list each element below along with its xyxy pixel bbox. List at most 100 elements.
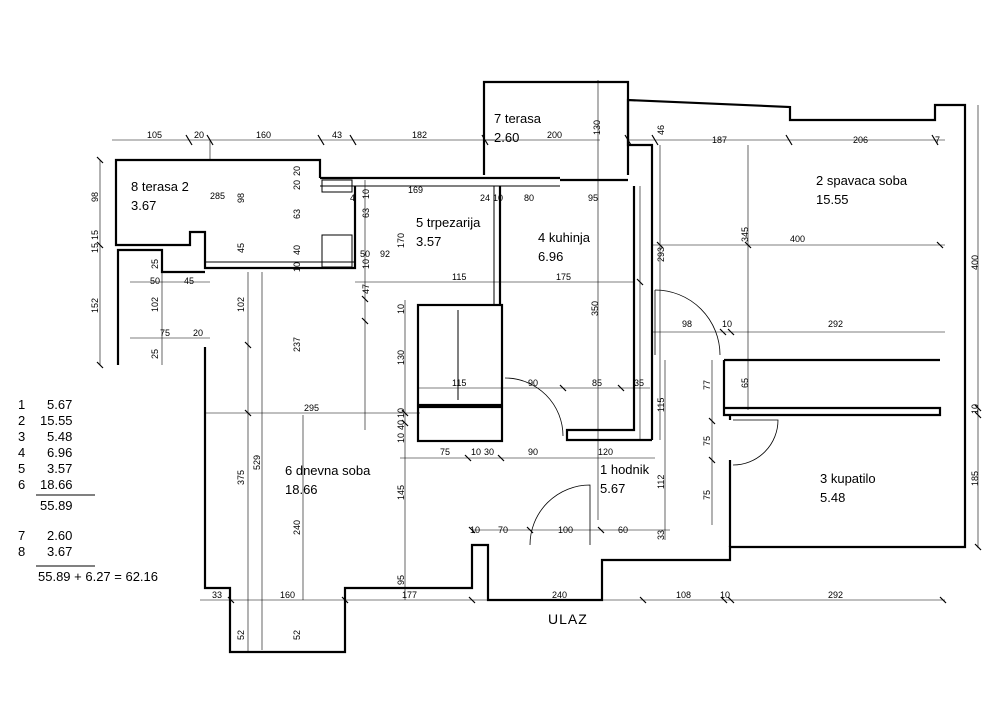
dim-label: 10 <box>396 304 406 314</box>
area-legend: 1 5.67 2 15.55 3 5.48 4 6.96 5 3.57 6 18… <box>18 397 158 584</box>
dim-label: 295 <box>304 403 319 413</box>
legend-val: 6.96 <box>47 445 72 460</box>
legend-num: 2 <box>18 413 25 428</box>
legend-val: 5.48 <box>47 429 72 444</box>
dim-label: 33 <box>212 590 222 600</box>
dim-label: 20 <box>194 130 204 140</box>
room-3-name: 3 kupatilo <box>820 471 876 486</box>
dim-label: 40 <box>396 420 406 430</box>
dim-label: 20 <box>292 180 302 190</box>
outer-wall-right <box>626 98 967 549</box>
dim-label: 10 <box>396 408 406 418</box>
dim-label: 115 <box>656 398 666 412</box>
legend-val: 15.55 <box>40 413 73 428</box>
dim-label: 52 <box>292 630 302 640</box>
dim-label: 120 <box>598 447 613 457</box>
dim-label: 200 <box>547 130 562 140</box>
dim-label: 350 <box>590 301 600 316</box>
dim-label: 185 <box>970 471 980 486</box>
dim-label: 160 <box>256 130 271 140</box>
dim-label: 30 <box>484 447 494 457</box>
dim-label: 90 <box>528 378 538 388</box>
dim-label: 345 <box>740 227 750 242</box>
room-2-name: 2 spavaca soba <box>816 173 908 188</box>
dim-label: 63 <box>292 209 302 219</box>
dim-label: 240 <box>552 590 567 600</box>
legend-val: 2.60 <box>47 528 72 543</box>
dim-label: 25 <box>150 259 160 269</box>
dining-block <box>416 405 504 443</box>
dim-label: 170 <box>396 233 406 248</box>
dim-label: 52 <box>236 630 246 640</box>
dim-label: 50 <box>150 276 160 286</box>
dim-label: 95 <box>396 575 406 585</box>
bedroom-door-arc <box>654 289 721 356</box>
dim-label: 75 <box>440 447 450 457</box>
dim-label: 206 <box>853 135 868 145</box>
dim-label: 237 <box>292 337 302 352</box>
room-5-area: 3.57 <box>416 234 441 249</box>
bedroom-hall-wall <box>722 360 942 417</box>
room-4-area: 6.96 <box>538 249 563 264</box>
dim-label: 102 <box>150 297 160 312</box>
dim-label: 85 <box>592 378 602 388</box>
dim-label: 75 <box>702 490 712 500</box>
dim-label: 60 <box>618 525 628 535</box>
dim-label: 24 <box>480 193 490 203</box>
legend-val: 3.57 <box>47 461 72 476</box>
dim-label: 145 <box>396 485 406 500</box>
dim-label: 43 <box>332 130 342 140</box>
room-3-area: 5.48 <box>820 490 845 505</box>
dim-label: 77 <box>702 380 712 390</box>
dim-label: 46 <box>656 125 666 135</box>
dim-label: 108 <box>676 590 691 600</box>
entry-door <box>529 484 591 546</box>
dim-label: 35 <box>634 378 644 388</box>
dim-label: 98 <box>682 319 692 329</box>
dim-label: 10 <box>493 193 503 203</box>
dim-label: 400 <box>790 234 805 244</box>
terrace-8-column <box>321 234 353 268</box>
terrace-7-wall <box>482 80 630 175</box>
dim-label: 25 <box>150 349 160 359</box>
dim-label: 20 <box>292 166 302 176</box>
dim-label: 177 <box>402 590 417 600</box>
dim-label: 50 <box>360 249 370 259</box>
legend-num: 1 <box>18 397 25 412</box>
legend-val: 3.67 <box>47 544 72 559</box>
dim-label: 130 <box>592 120 602 135</box>
room-6-name: 6 dnevna soba <box>285 463 371 478</box>
dim-label: 20 <box>193 328 203 338</box>
dim-label: 293 <box>656 247 666 262</box>
room-8-area: 3.67 <box>131 198 156 213</box>
legend-total: 55.89 + 6.27 = 62.16 <box>38 569 158 584</box>
room-2-area: 15.55 <box>816 192 849 207</box>
dim-label: 102 <box>236 297 246 312</box>
legend-num: 4 <box>18 445 25 460</box>
room-8-name: 8 terasa 2 <box>131 179 189 194</box>
room-1-name: 1 hodnik <box>600 462 650 477</box>
dim-label: 95 <box>588 193 598 203</box>
dim-label: 15 <box>90 243 100 253</box>
dim-label: 98 <box>236 193 246 203</box>
dim-label: 292 <box>828 590 843 600</box>
dim-label: 45 <box>236 243 246 253</box>
dim-label: 112 <box>656 475 666 489</box>
entrance-label: ULAZ <box>548 611 588 627</box>
room-1-area: 5.67 <box>600 481 625 496</box>
balcony-outline <box>116 248 205 365</box>
room-6-area: 18.66 <box>285 482 318 497</box>
dimension-numbers-vertical: 98 15 15 152 20 20 98 63 45 40 10 25 102… <box>90 120 980 640</box>
dim-label: 292 <box>828 319 843 329</box>
legend-num: 3 <box>18 429 25 444</box>
legend-num: 6 <box>18 477 25 492</box>
dimension-numbers: 105 20 160 43 182 200 187 206 7 400 98 1… <box>147 130 940 600</box>
dim-label: 115 <box>452 272 466 282</box>
dim-label: 175 <box>556 272 571 282</box>
dim-label: 169 <box>408 185 423 195</box>
dim-label: 130 <box>396 350 406 365</box>
legend-val: 18.66 <box>40 477 73 492</box>
terrace-8-wall <box>114 158 357 270</box>
dim-label: 10 <box>970 404 980 414</box>
